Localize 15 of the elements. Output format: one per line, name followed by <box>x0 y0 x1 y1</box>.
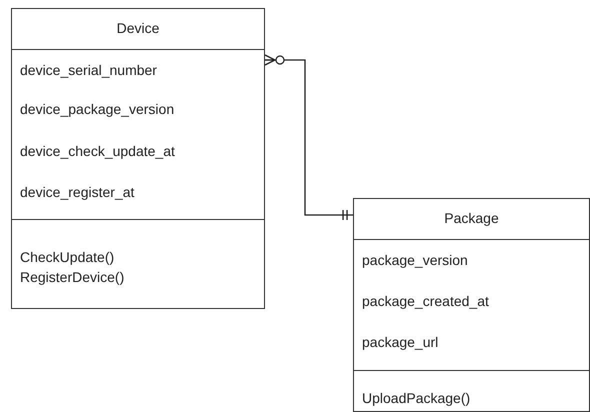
class-box <box>11 8 265 309</box>
method-name: CheckUpdate() <box>20 248 114 266</box>
method-name: UploadPackage() <box>362 389 470 407</box>
attribute-name: device_package_version <box>20 100 174 118</box>
attribute-name: device_check_update_at <box>20 142 175 160</box>
relationship-line <box>264 54 353 220</box>
attribute-name: package_url <box>362 333 438 351</box>
attribute-name: device_serial_number <box>20 61 157 79</box>
attribute-name: package_created_at <box>362 292 489 310</box>
class-name: Device <box>116 19 160 37</box>
method-name: RegisterDevice() <box>20 268 124 286</box>
attribute-name: device_register_at <box>20 183 134 201</box>
class-name: Package <box>443 209 500 227</box>
attribute-name: package_version <box>362 251 468 269</box>
class-box <box>353 198 590 412</box>
